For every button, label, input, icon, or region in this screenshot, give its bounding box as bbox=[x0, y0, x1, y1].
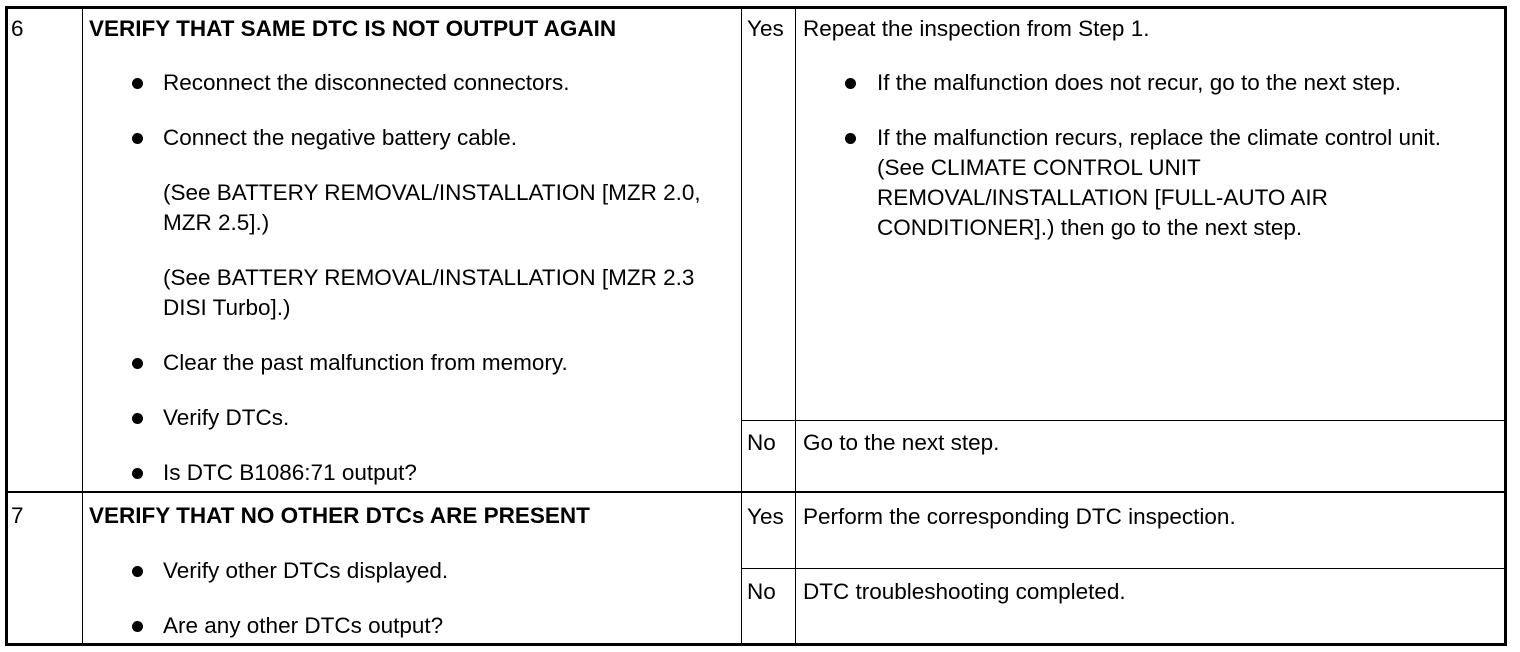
no-label: No bbox=[747, 430, 776, 455]
yes-action-item: If the malfunction does not recur, go to… bbox=[877, 70, 1402, 95]
table-border-left bbox=[5, 6, 8, 646]
column-divider-answer bbox=[741, 6, 742, 646]
column-divider-action bbox=[795, 6, 796, 646]
bullet-icon bbox=[132, 133, 143, 144]
no-label: No bbox=[747, 579, 776, 604]
list-item: Clear the past malfunction from memory. bbox=[163, 350, 568, 375]
bullet-icon bbox=[132, 621, 143, 632]
no-action: Go to the next step. bbox=[803, 430, 1000, 455]
list-item: Verify other DTCs displayed. bbox=[163, 558, 449, 583]
bullet-icon bbox=[845, 133, 856, 144]
yes-label: Yes bbox=[747, 504, 784, 529]
bullet-icon bbox=[132, 566, 143, 577]
step-number: 7 bbox=[11, 503, 24, 528]
column-divider-step bbox=[82, 6, 83, 646]
step-number: 6 bbox=[11, 16, 24, 41]
table-border-right bbox=[1504, 6, 1507, 646]
bullet-icon bbox=[132, 78, 143, 89]
reference-note: (See BATTERY REMOVAL/INSTALLATION [MZR 2… bbox=[163, 180, 701, 235]
yes-no-divider-row-6 bbox=[741, 420, 1507, 421]
list-item: Verify DTCs. bbox=[163, 405, 290, 430]
table-border-bottom bbox=[5, 643, 1507, 646]
bullet-icon bbox=[132, 413, 143, 424]
row-divider bbox=[5, 491, 1507, 493]
yes-no-divider-row-7 bbox=[741, 568, 1507, 569]
list-item: Connect the negative battery cable. bbox=[163, 125, 517, 150]
bullet-icon bbox=[132, 468, 143, 479]
no-action: DTC troubleshooting completed. bbox=[803, 579, 1126, 604]
list-item: Is DTC B1086:71 output? bbox=[163, 460, 417, 485]
step-title: VERIFY THAT SAME DTC IS NOT OUTPUT AGAIN bbox=[89, 16, 617, 41]
list-item: Reconnect the disconnected connectors. bbox=[163, 70, 570, 95]
yes-label: Yes bbox=[747, 16, 784, 41]
bullet-icon bbox=[132, 358, 143, 369]
step-title: VERIFY THAT NO OTHER DTCs ARE PRESENT bbox=[89, 503, 590, 528]
bullet-icon bbox=[845, 78, 856, 89]
table-border-top bbox=[5, 6, 1507, 9]
yes-action-item: If the malfunction recurs, replace the c… bbox=[877, 125, 1442, 240]
list-item: Are any other DTCs output? bbox=[163, 613, 444, 638]
yes-action: Repeat the inspection from Step 1. bbox=[803, 16, 1150, 41]
reference-note: (See BATTERY REMOVAL/INSTALLATION [MZR 2… bbox=[163, 265, 695, 320]
yes-action: Perform the corresponding DTC inspection… bbox=[803, 504, 1236, 529]
